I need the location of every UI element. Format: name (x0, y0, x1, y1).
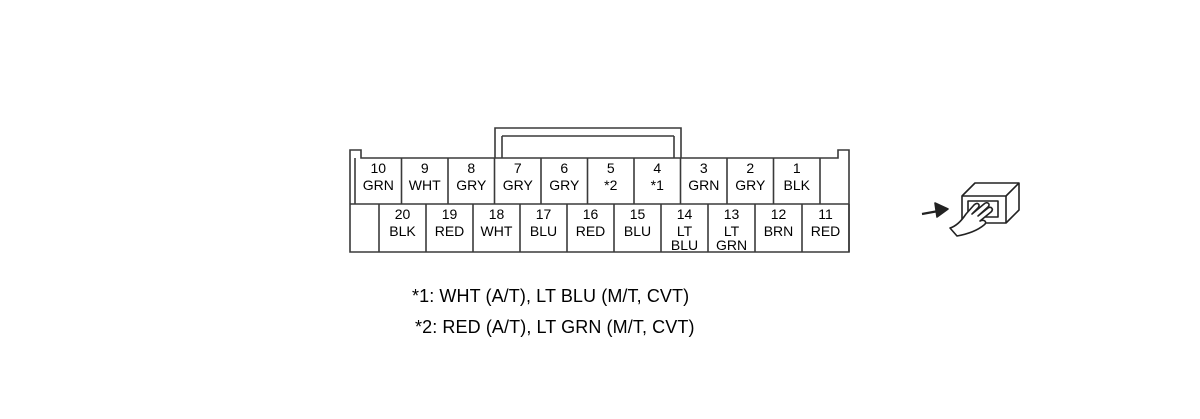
pin-wire-color: *1 (651, 177, 664, 193)
pin-number: 15 (630, 206, 646, 222)
locking-tab (494, 127, 682, 158)
footnote-2: *2: RED (A/T), LT GRN (M/T, CVT) (415, 317, 695, 337)
pin-wire-color: RED (811, 223, 841, 239)
pin-wire-color: WHT (481, 223, 513, 239)
pin-number: 20 (395, 206, 411, 222)
pin-number: 3 (700, 160, 708, 176)
pin-wire-color: BRN (764, 223, 794, 239)
pin-wire-color: GRY (456, 177, 487, 193)
pin-number: 14 (677, 206, 693, 222)
pin-wire-color: LT (677, 223, 693, 239)
pin-wire-color: WHT (409, 177, 441, 193)
pin-wire-color: BLU (671, 237, 698, 253)
pin-wire-color: GRY (549, 177, 580, 193)
pin-number: 7 (514, 160, 522, 176)
pin-number: 19 (442, 206, 458, 222)
pin-number: 1 (793, 160, 801, 176)
pin-number: 10 (370, 160, 386, 176)
pin-number: 5 (607, 160, 615, 176)
pin-wire-color: GRN (363, 177, 394, 193)
pin-wire-color: BLK (389, 223, 416, 239)
footnote-1: *1: WHT (A/T), LT BLU (M/T, CVT) (412, 286, 690, 306)
pin-number: 8 (467, 160, 475, 176)
pin-number: 18 (489, 206, 505, 222)
pin-wire-color: GRN (716, 237, 747, 253)
pin-wire-color: BLU (530, 223, 557, 239)
pin-number: 16 (583, 206, 599, 222)
pin-number: 11 (818, 206, 833, 222)
pin-wire-color: GRY (503, 177, 534, 193)
pin-wire-color: BLU (624, 223, 651, 239)
pin-wire-color: BLK (784, 177, 811, 193)
pin-number: 17 (536, 206, 552, 222)
pin-number: 9 (421, 160, 429, 176)
pin-number: 2 (746, 160, 754, 176)
pin-wire-color: *2 (604, 177, 617, 193)
pin-wire-color: GRY (735, 177, 766, 193)
pin-number: 12 (771, 206, 787, 222)
hand-pointing-at-connector-icon (921, 182, 1020, 237)
bottom-row-cells: 20BLK19RED18WHT17BLU16RED15BLU14LTBLU13L… (378, 204, 850, 253)
pin-number: 4 (653, 160, 661, 176)
pin-wire-color: RED (576, 223, 606, 239)
pin-number: 13 (724, 206, 740, 222)
pin-wire-color: RED (435, 223, 465, 239)
pin-wire-color: LT (724, 223, 740, 239)
pin-number: 6 (560, 160, 568, 176)
pin-wire-color: GRN (688, 177, 719, 193)
